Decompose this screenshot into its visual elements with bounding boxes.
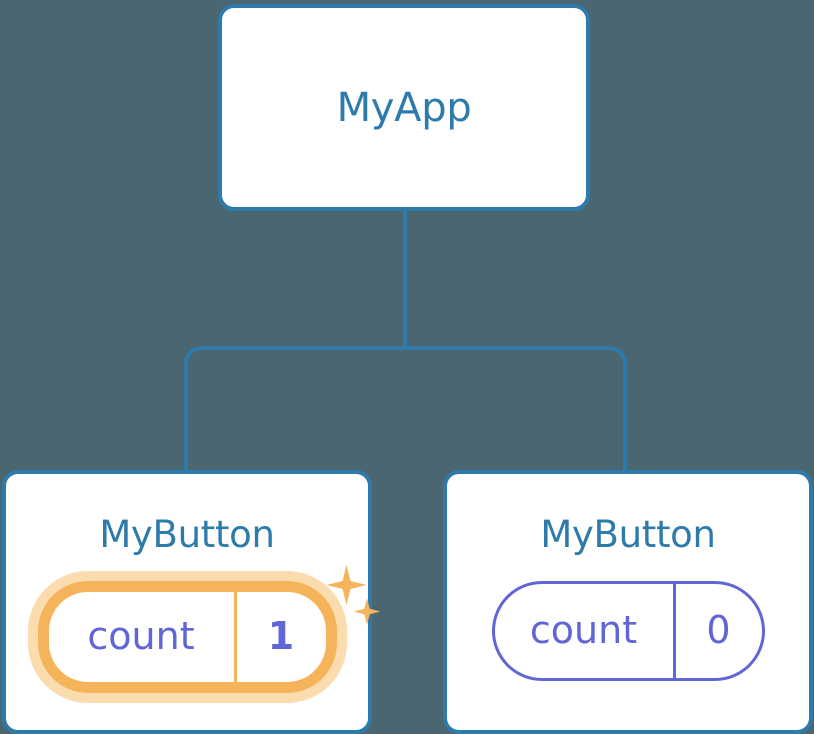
node-mybutton-right-title: MyButton (540, 513, 716, 556)
state-pill-right-wrapper: count 0 (491, 581, 765, 681)
state-pill-left-value: 1 (233, 592, 326, 682)
sparkle-big-icon (326, 565, 367, 605)
node-mybutton-left-title: MyButton (99, 513, 275, 556)
node-myapp[interactable]: MyApp (218, 4, 590, 211)
node-myapp-title: MyApp (336, 84, 472, 131)
state-pill-right-value: 0 (672, 584, 762, 678)
node-mybutton-left[interactable]: MyButton count 1 (2, 470, 381, 734)
state-pill-right-key: count (529, 608, 638, 652)
connector-children-bus (184, 346, 627, 472)
node-mybutton-right[interactable]: MyButton count 0 (443, 470, 813, 734)
state-pill-right[interactable]: count 0 (491, 581, 765, 681)
state-pill-left-key: count (87, 614, 195, 658)
state-pill-left-wrapper: count 1 (37, 565, 381, 693)
state-pill-left[interactable]: count 1 (37, 581, 337, 693)
sparkle-small-icon (353, 598, 381, 625)
